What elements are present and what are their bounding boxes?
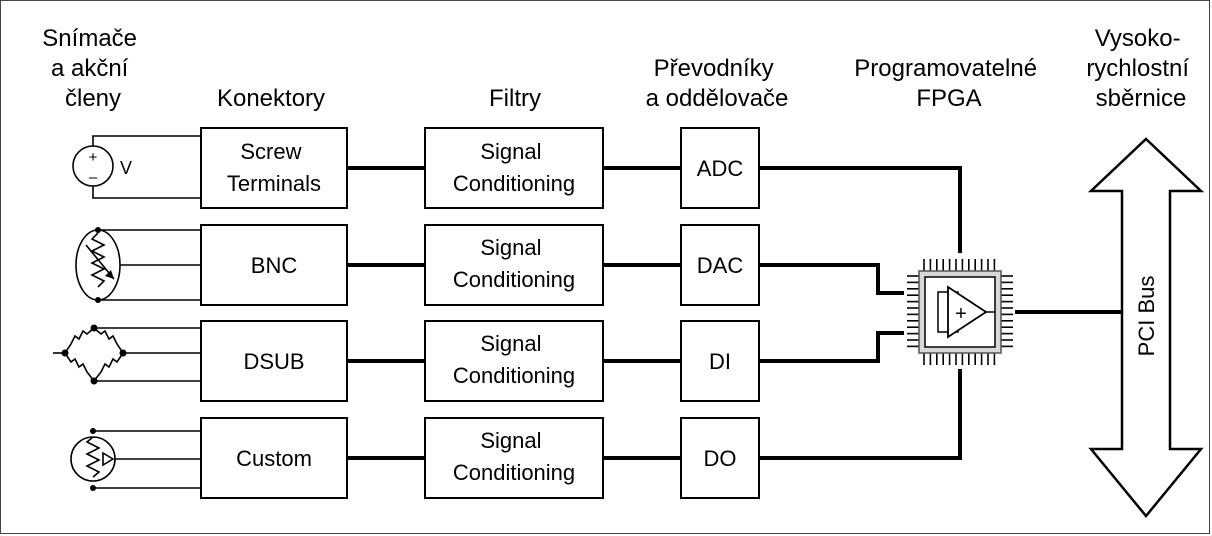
signal-conditioning-3: Signal Conditioning bbox=[424, 320, 604, 402]
signal-conditioning-2: Signal Conditioning bbox=[424, 224, 604, 306]
svg-text:DO: DO bbox=[704, 446, 737, 471]
svg-text:BNC: BNC bbox=[251, 253, 298, 278]
opamp-plus-symbol: + bbox=[955, 303, 967, 325]
connector-custom: Custom bbox=[200, 417, 348, 499]
signal-conditioning-1: Signal Conditioning bbox=[424, 127, 604, 209]
svg-text:Custom: Custom bbox=[236, 446, 312, 471]
column-headers: Snímače a akční členy Konektory Filtry P… bbox=[42, 25, 1195, 112]
signal-wires bbox=[347, 166, 1121, 460]
thermistor-icon bbox=[70, 428, 201, 491]
converter-adc: ADC bbox=[680, 127, 760, 209]
opamp-chip-icon: + bbox=[907, 259, 1013, 365]
svg-text:DI: DI bbox=[709, 349, 731, 374]
wheatstone-bridge-icon bbox=[53, 324, 201, 385]
voltage-source-icon: + – V bbox=[72, 135, 201, 199]
connector-screw-terminals: Screw Terminals bbox=[200, 127, 348, 209]
connector-bnc: BNC bbox=[200, 224, 348, 306]
signal-conditioning-4: Signal Conditioning bbox=[424, 417, 604, 499]
header-sensors: Snímače a akční členy bbox=[42, 25, 143, 112]
svg-text:Signal Conditioning: Signal Conditioning bbox=[453, 139, 575, 196]
svg-text:Screw Terminals: Screw Terminals bbox=[227, 139, 321, 196]
svg-text:Signal Conditioning: Signal Conditioning bbox=[453, 235, 575, 292]
svg-text:+: + bbox=[89, 149, 98, 166]
converter-do: DO bbox=[680, 417, 760, 499]
header-converters: Převodníky a oddělovače bbox=[646, 55, 789, 112]
svg-text:Signal Conditioning: Signal Conditioning bbox=[453, 428, 575, 485]
connector-dsub: DSUB bbox=[200, 320, 348, 402]
header-connectors: Konektory bbox=[217, 85, 325, 112]
potentiometer-icon bbox=[75, 227, 201, 303]
header-filters: Filtry bbox=[489, 85, 541, 112]
svg-text:DSUB: DSUB bbox=[243, 349, 304, 374]
double-arrow-icon: PCI Bus bbox=[1087, 137, 1205, 518]
converter-dac: DAC bbox=[680, 224, 760, 306]
voltage-label: V bbox=[120, 158, 132, 178]
svg-text:–: – bbox=[89, 169, 98, 186]
svg-text:ADC: ADC bbox=[697, 156, 744, 181]
pci-bus-label: PCI Bus bbox=[1134, 276, 1159, 357]
converter-di: DI bbox=[680, 320, 760, 402]
svg-text:Signal Conditioning: Signal Conditioning bbox=[453, 331, 575, 388]
header-fpga: Programovatelné FPGA bbox=[854, 55, 1043, 112]
svg-text:DAC: DAC bbox=[697, 253, 744, 278]
header-bus: Vysoko- rychlostní sběrnice bbox=[1086, 25, 1195, 112]
